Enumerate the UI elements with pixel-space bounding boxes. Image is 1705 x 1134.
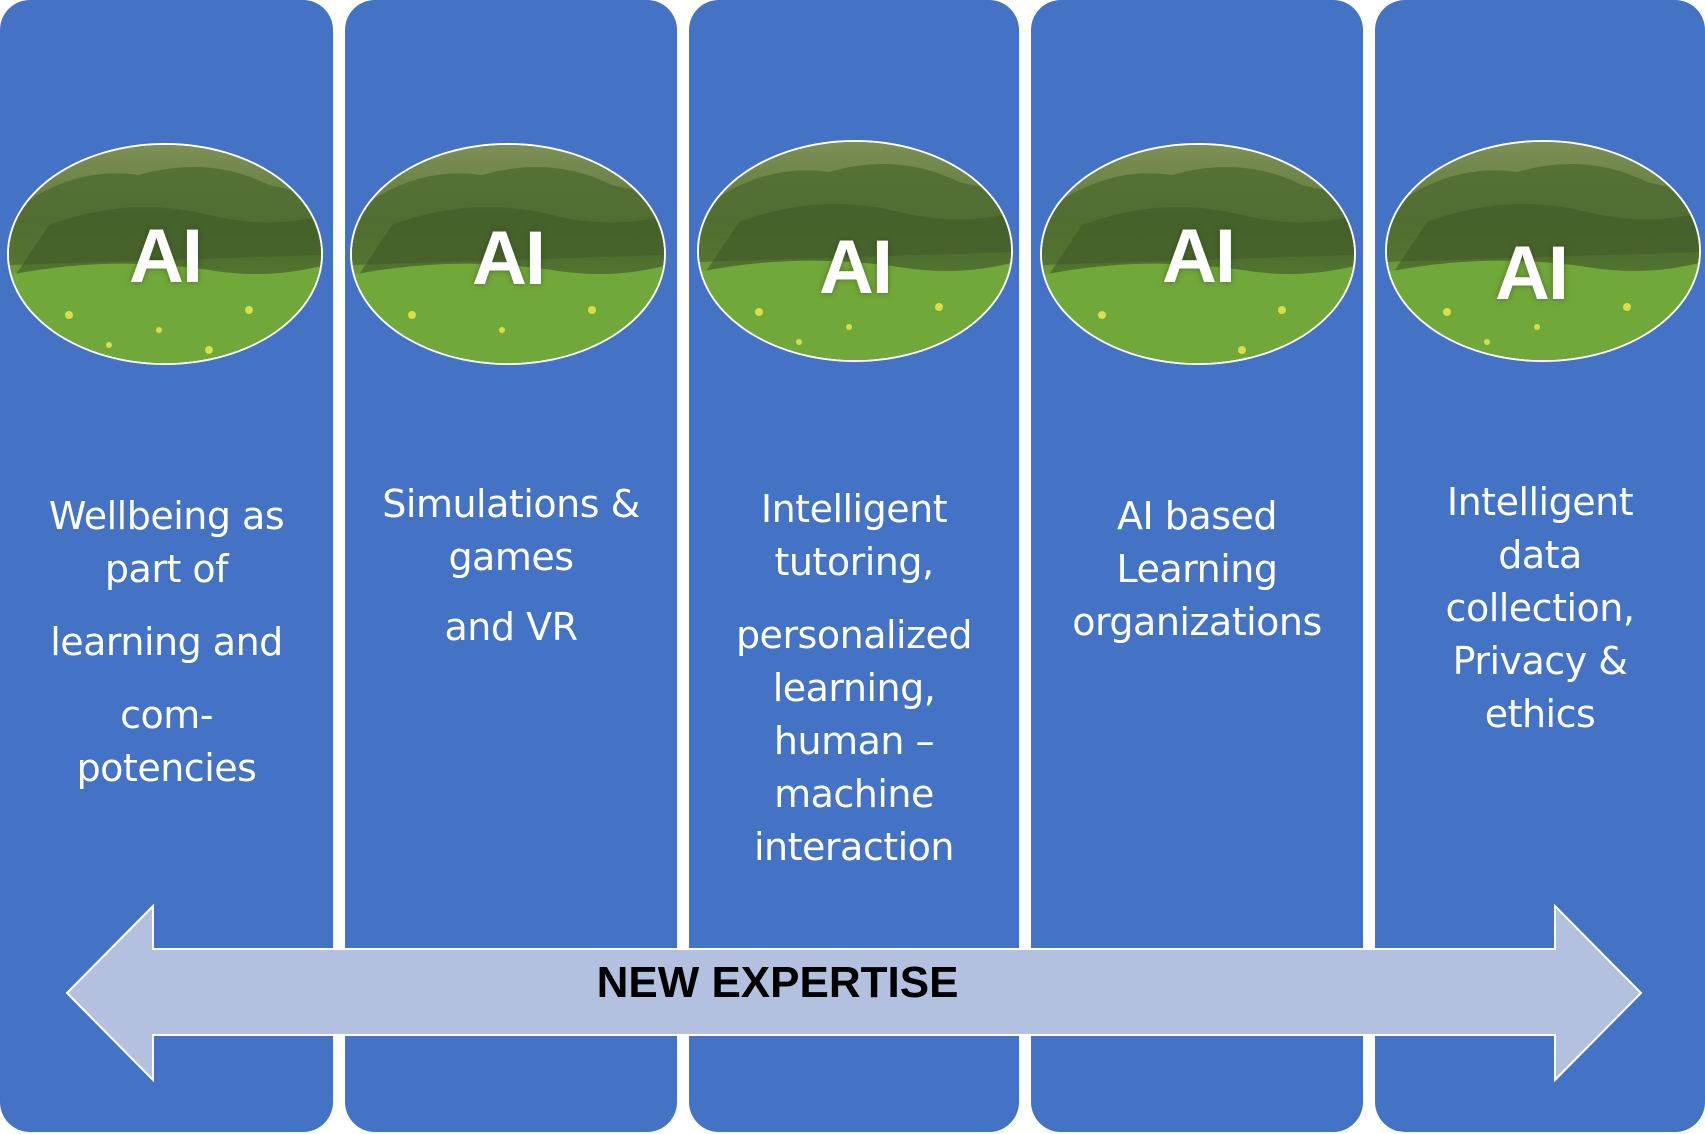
column-2: AI Simulations & games and VR — [345, 0, 677, 1132]
landscape-image: AI — [350, 143, 666, 365]
hill-landscape-icon — [1042, 145, 1354, 363]
arrow-label: NEW EXPERTISE — [596, 958, 959, 1007]
ai-badge: AI — [1495, 231, 1569, 316]
ai-badge: AI — [472, 216, 546, 301]
column-5-label: Intelligent data collection, Privacy & e… — [1445, 480, 1635, 736]
column-3: AI Intelligent tutoring, personalized le… — [689, 0, 1019, 1132]
landscape-image: AI — [7, 143, 323, 365]
ai-badge: AI — [129, 214, 203, 299]
ai-badge: AI — [819, 225, 893, 310]
landscape-image: AI — [1040, 143, 1356, 365]
landscape-image: AI — [1385, 140, 1701, 362]
column-3-label: Intelligent tutoring, personalized learn… — [735, 487, 973, 869]
landscape-image: AI — [697, 140, 1013, 362]
hill-landscape-icon — [9, 145, 321, 363]
hill-landscape-icon — [352, 145, 664, 363]
column-4-label: AI based Learning organizations — [1072, 494, 1322, 644]
column-5: AI Intelligent data collection, Privacy … — [1375, 0, 1705, 1132]
hill-landscape-icon — [699, 142, 1011, 360]
column-4: AI AI based Learning organizations — [1031, 0, 1363, 1132]
ai-badge: AI — [1162, 214, 1236, 299]
column-1: AI Wellbeing as part of learning and com… — [0, 0, 333, 1132]
column-1-label: Wellbeing as part of learning and com- p… — [48, 494, 285, 790]
column-2-label: Simulations & games and VR — [382, 482, 640, 649]
hill-landscape-icon — [1387, 142, 1699, 360]
